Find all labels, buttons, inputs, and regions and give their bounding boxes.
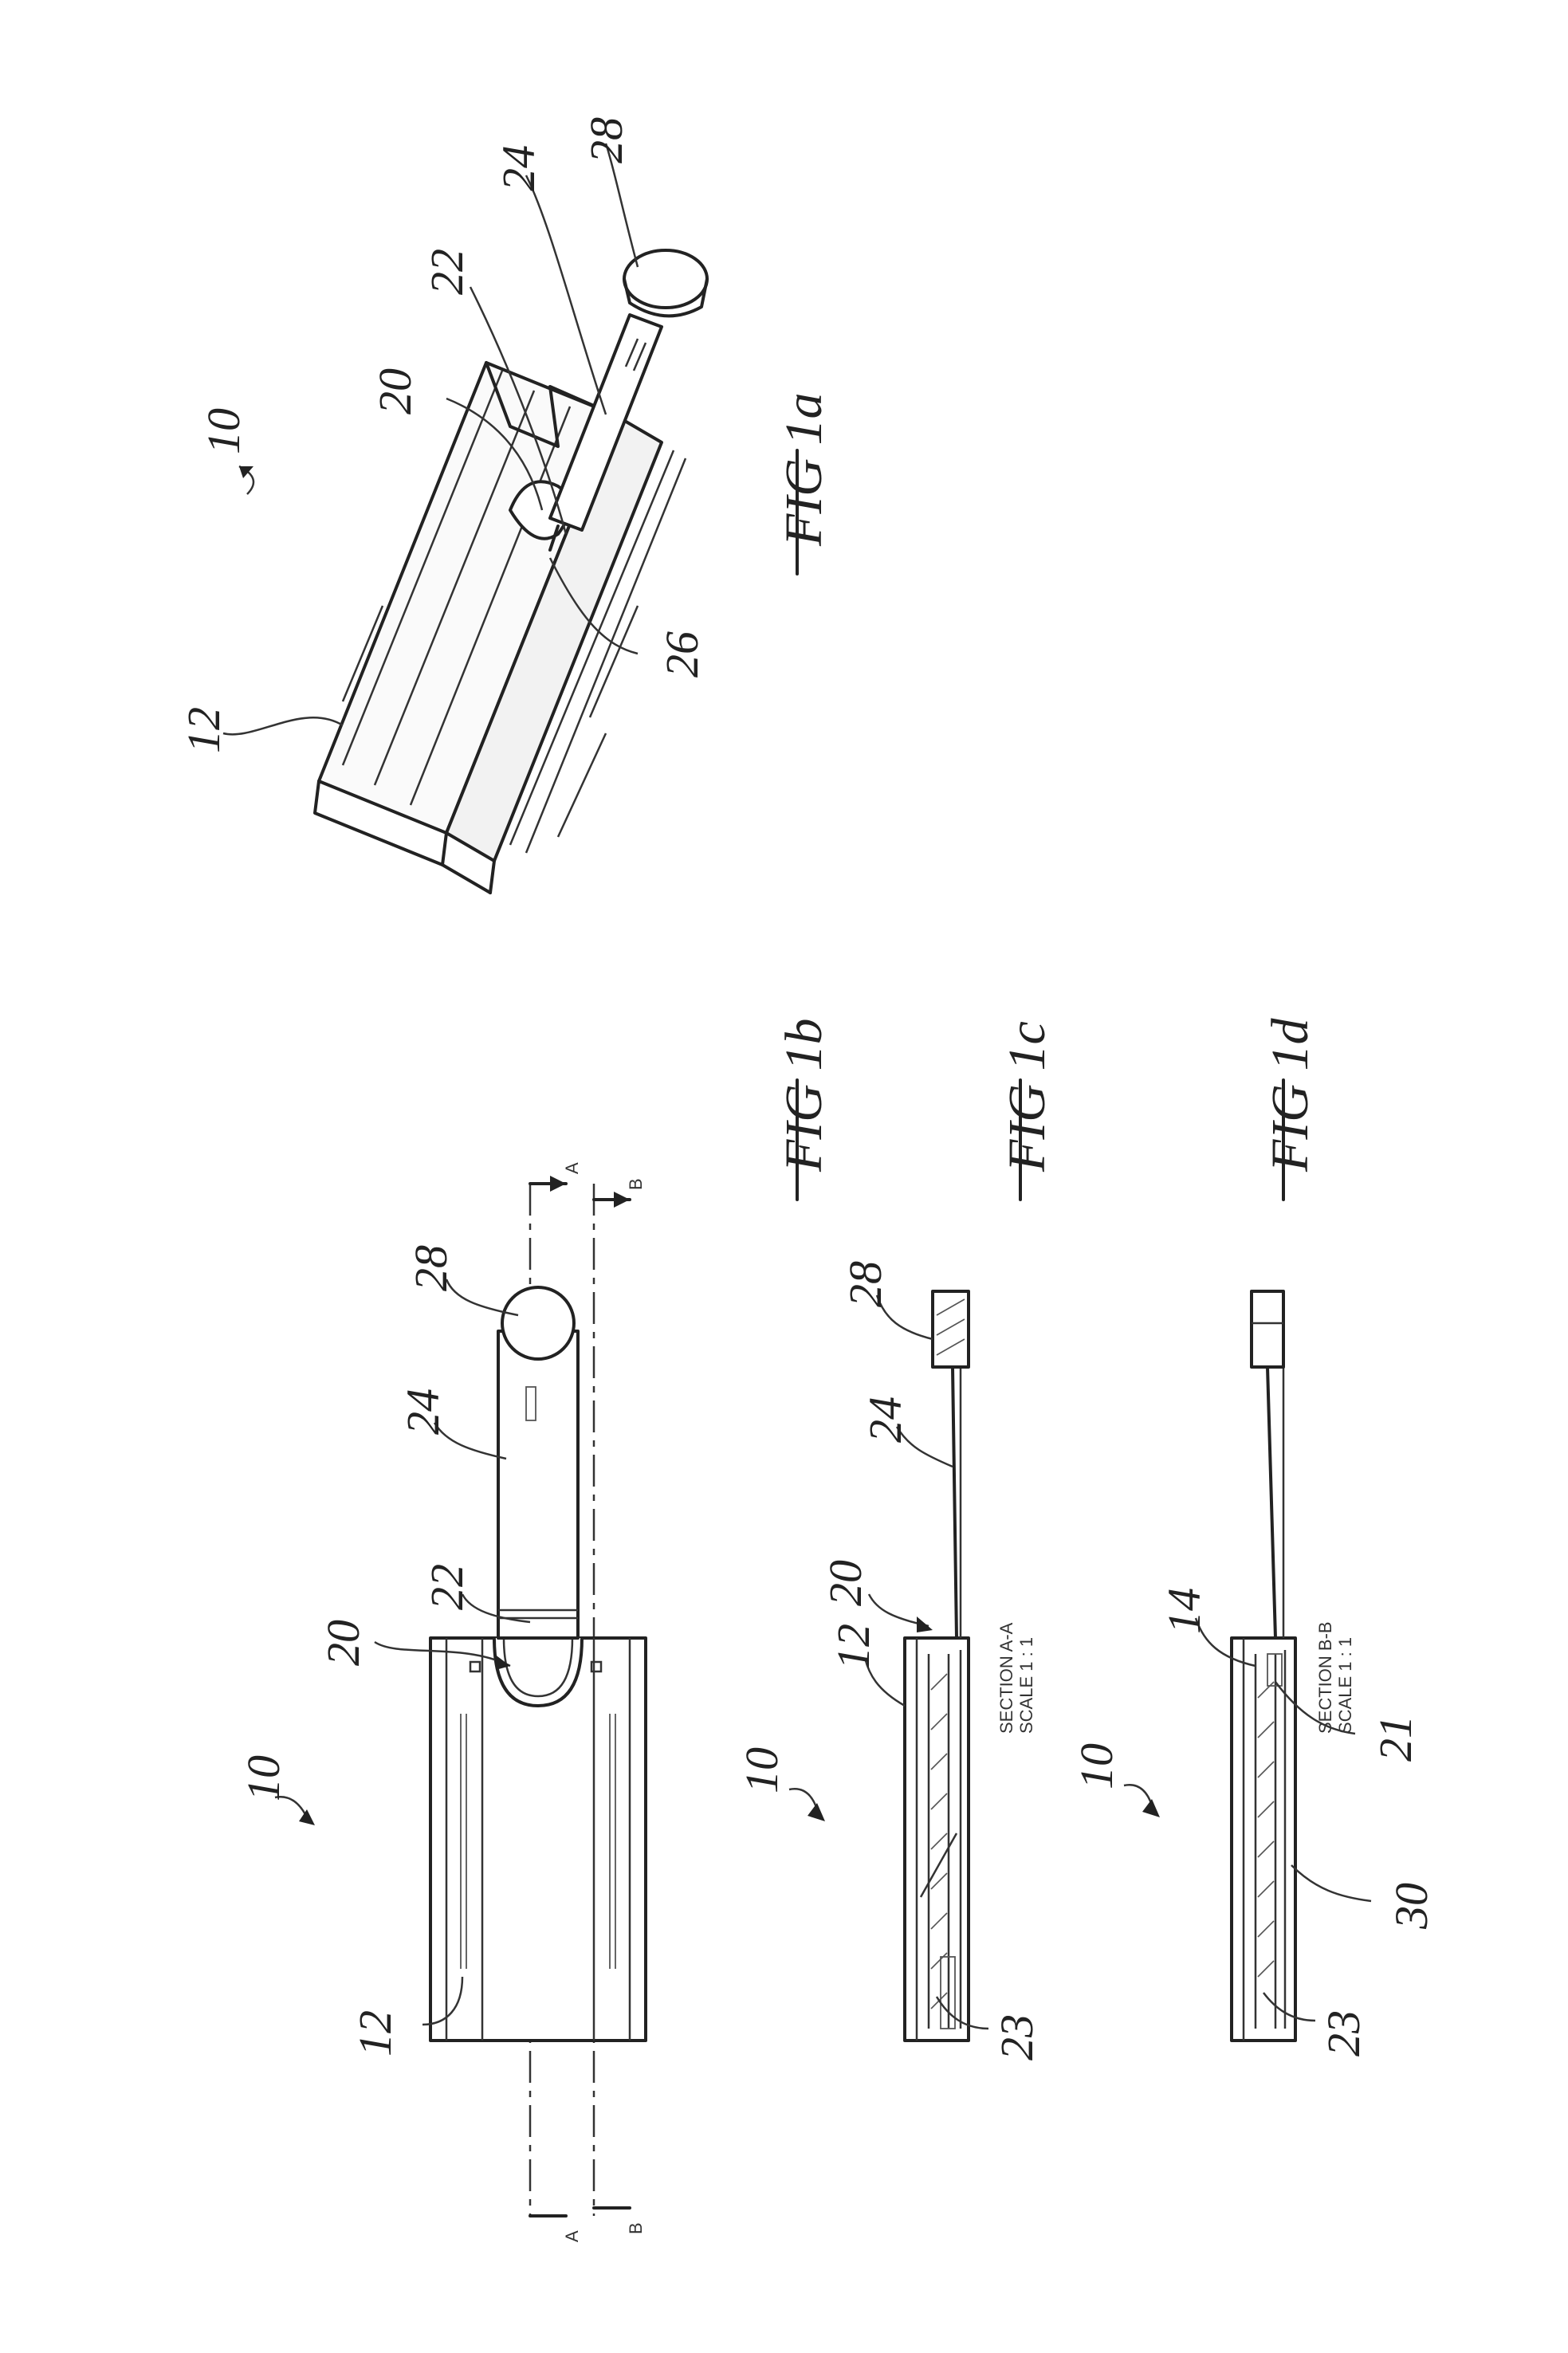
ref-22-label: 22 bbox=[421, 249, 473, 295]
leader-12 bbox=[223, 717, 343, 734]
strip-24-top-view bbox=[498, 1287, 578, 1638]
ref-10-label: 10 bbox=[238, 1755, 289, 1801]
ref-21-label: 21 bbox=[1370, 1715, 1421, 1762]
fig-1c-title: FIG 1c bbox=[998, 1021, 1056, 1173]
ref-14-label: 14 bbox=[1158, 1588, 1210, 1634]
ref-24-label: 24 bbox=[397, 1389, 449, 1435]
section-mark-a-top: A bbox=[562, 1162, 582, 1174]
ref-24-label: 24 bbox=[859, 1396, 911, 1443]
ref-23-label: 23 bbox=[1318, 2010, 1370, 2056]
section-b-scale: SCALE 1 : 1 bbox=[1335, 1637, 1355, 1734]
housing-12-isometric bbox=[315, 363, 686, 893]
fig-1a-title: FIG 1a bbox=[775, 393, 833, 547]
section-mark-a-bottom: A bbox=[562, 2230, 582, 2242]
ref-28-label: 28 bbox=[405, 1245, 457, 1291]
ref-20-label: 20 bbox=[819, 1560, 871, 1606]
ref-12-label: 12 bbox=[349, 2010, 401, 2056]
ref-10-label: 10 bbox=[736, 1747, 788, 1793]
housing-12-section-a bbox=[905, 1638, 969, 2041]
ref-28-label: 28 bbox=[839, 1261, 891, 1307]
section-mark-b-top: B bbox=[626, 1178, 646, 1190]
strip-section-b bbox=[1252, 1291, 1283, 1638]
housing-12-section-b bbox=[1232, 1638, 1295, 2041]
ref-24-label: 24 bbox=[493, 145, 544, 191]
section-b-title: SECTION B-B bbox=[1315, 1621, 1335, 1734]
ref-12-label: 12 bbox=[178, 707, 230, 753]
leader-30 bbox=[1291, 1865, 1371, 1901]
strip-24-section-a bbox=[933, 1291, 969, 1638]
ref-30-label: 30 bbox=[1385, 1883, 1437, 1930]
ref-20-label: 20 bbox=[369, 368, 421, 414]
ref-20-label: 20 bbox=[317, 1620, 369, 1666]
fig-1d-title: FIG 1d bbox=[1261, 1018, 1319, 1173]
section-mark-b-bottom: B bbox=[626, 2222, 646, 2234]
ref-28-label: 28 bbox=[580, 117, 632, 163]
ref-22-label: 22 bbox=[421, 1564, 473, 1610]
section-a-title: SECTION A-A bbox=[996, 1622, 1016, 1734]
fig-1b-title: FIG 1b bbox=[775, 1019, 833, 1173]
ref-23-label: 23 bbox=[991, 2014, 1043, 2060]
section-a-scale: SCALE 1 : 1 bbox=[1016, 1637, 1036, 1734]
fig-1c: SECTION A-A SCALE 1 : 1 12 20 24 28 23 1… bbox=[736, 1021, 1056, 2060]
ref-12-label: 12 bbox=[827, 1624, 879, 1670]
ref-10-label: 10 bbox=[198, 408, 250, 454]
ref-26-label: 26 bbox=[656, 631, 708, 678]
fig-1b: A B A B 12 bbox=[238, 1019, 833, 2242]
leader-24 bbox=[526, 175, 606, 414]
fig-1d: SECTION B-B SCALE 1 : 1 14 21 30 23 10 F… bbox=[1071, 1018, 1437, 2056]
leader-10-arrow bbox=[1124, 1785, 1152, 1805]
leader-10-arrow bbox=[789, 1789, 817, 1809]
fig-1a: 12 20 22 24 28 26 10 FIG 1a bbox=[178, 117, 833, 893]
ref-10-label: 10 bbox=[1071, 1743, 1122, 1789]
